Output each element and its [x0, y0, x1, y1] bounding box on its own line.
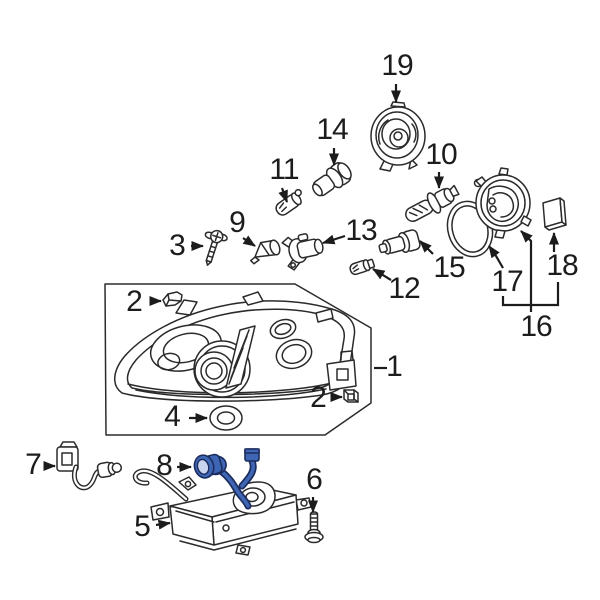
- part-9-socket-drawing: [250, 239, 281, 265]
- part-12-bulb-drawing: [349, 258, 376, 276]
- part-10-bulb-drawing: [405, 184, 460, 223]
- part-1-headlamp-drawing: [114, 291, 357, 402]
- callout-2-bottom: 2: [310, 381, 327, 414]
- callout-17: 17: [491, 265, 523, 298]
- callout-7: 7: [25, 448, 42, 481]
- part-16-cover-drawing: [473, 167, 532, 239]
- callout-11: 11: [269, 153, 299, 186]
- callout-3: 3: [169, 229, 186, 262]
- callout-9: 9: [229, 206, 246, 239]
- callout-10: 10: [425, 138, 457, 171]
- callout-15: 15: [433, 251, 465, 284]
- callout-16: 16: [520, 310, 552, 343]
- part-13-socket-drawing: [281, 233, 324, 271]
- part-11-bulb-drawing: [275, 188, 302, 216]
- leader-arrows: [43, 84, 559, 530]
- callout-4: 4: [164, 400, 181, 433]
- part-18-pad-drawing: [542, 197, 567, 231]
- fin-hatch: [225, 325, 256, 389]
- part-6-screw-drawing: [304, 511, 324, 544]
- part-15-socket-drawing: [378, 229, 421, 255]
- callout-12: 12: [388, 272, 420, 305]
- part-3-screw-drawing: [204, 229, 228, 266]
- part-14-socket-drawing: [311, 162, 352, 197]
- part-5-ballast-drawing: [132, 468, 312, 556]
- part-8-harness-drawing: [193, 448, 260, 510]
- part-2-clip-bottom-drawing: [343, 389, 359, 403]
- callout-2-top: 2: [126, 285, 143, 318]
- callout-6: 6: [306, 463, 323, 496]
- part-7-socket-drawing: [56, 441, 123, 491]
- callout-14: 14: [316, 113, 348, 146]
- callout-5: 5: [134, 510, 151, 543]
- callout-18: 18: [546, 249, 578, 282]
- callout-1: 1: [386, 350, 403, 383]
- callout-13: 13: [345, 214, 377, 247]
- callout-8: 8: [156, 449, 173, 482]
- part-1-box-outline: [104, 283, 387, 436]
- part-19-cover-drawing: [370, 101, 426, 172]
- callout-19: 19: [381, 49, 413, 82]
- part-2-clip-top-drawing: [162, 291, 183, 307]
- part-4-grommet-drawing: [209, 405, 243, 431]
